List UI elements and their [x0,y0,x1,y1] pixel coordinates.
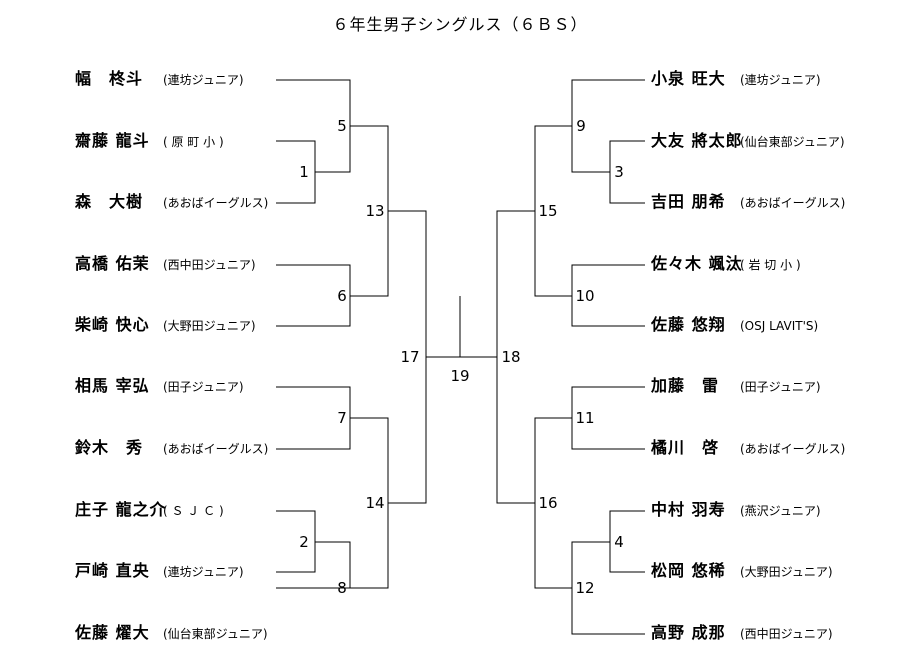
svg-text:幅 柊斗(連坊ジュニア): 幅 柊斗 (連坊ジュニア) [75,69,244,88]
player-name: 加藤 雷 [650,376,719,395]
player-name: 松岡 悠稀 [651,561,726,580]
svg-text:鈴木 秀(あおばイーグルス): 鈴木 秀 (あおばイーグルス) [75,438,268,457]
player-team: (あおばイーグルス) [163,442,268,456]
player-name: 高野 成那 [651,623,726,642]
bracket-line [276,140,316,204]
player-team: (あおばイーグルス) [163,196,268,210]
player-team: ( Ｓ Ｊ Ｃ ) [163,504,224,518]
match-number: 14 [365,494,384,512]
player-team: (仙台東部ジュニア) [740,134,845,149]
match-number: 13 [365,202,384,220]
left-player-list: 幅 柊斗 (連坊ジュニア) 齋藤 龍斗 ( 原 町 小 ) 森 大樹 (あおばイーグル… [74,69,268,642]
match-number: 9 [576,117,586,135]
match-number: 3 [614,163,624,181]
svg-text:森 大樹(あおばイーグルス): 森 大樹 (あおばイーグルス) [75,192,268,211]
player-team: (田子ジュニア) [163,380,244,394]
match-number: 15 [538,202,557,220]
match-number: 12 [575,579,594,597]
right-bracket-lines [460,79,645,635]
match-number: 11 [575,409,594,427]
match-number: 2 [299,533,309,551]
player-name: 相馬 宰弘 [75,376,150,395]
match-number: 7 [337,409,347,427]
player-team: (大野田ジュニア) [740,565,833,579]
player-name: 高橋 佑茉 [75,254,150,273]
player-name: 戸崎 直央 [75,561,150,580]
bracket-line [571,541,645,635]
svg-text:高野 成那(西中田ジュニア): 高野 成那 (西中田ジュニア) [651,623,833,642]
match-number: 1 [299,163,309,181]
match-number: 10 [575,287,594,305]
player-team: ( 原 町 小 ) [163,135,224,149]
svg-text:佐々木 颯汰( 岩 切 小 ): 佐々木 颯汰( 岩 切 小 ) [650,254,801,273]
player-name: 幅 柊斗 [75,69,143,88]
match-number: 8 [337,579,347,597]
left-bracket-lines [276,79,460,589]
svg-text:大友 將太郎(仙台東部ジュニア): 大友 將太郎(仙台東部ジュニア) [651,131,845,150]
match-numbers: 1 2 3 4 5 6 7 8 9 10 11 12 13 14 15 16 1… [299,117,624,597]
player-team: (仙台東部ジュニア) [163,626,268,641]
match-number: 6 [337,287,347,305]
svg-text:佐藤 燿大(仙台東部ジュニア): 佐藤 燿大 (仙台東部ジュニア) [74,623,268,642]
player-team: (連坊ジュニア) [163,564,244,579]
bracket-line [315,541,351,588]
match-number: 16 [538,494,557,512]
player-team: ( 岩 切 小 ) [740,257,801,272]
svg-text:中村 羽寿(燕沢ジュニア): 中村 羽寿 (燕沢ジュニア) [651,500,821,519]
svg-text:加藤 雷(田子ジュニア): 加藤 雷 (田子ジュニア) [650,376,821,395]
svg-text:小泉 旺大(連坊ジュニア): 小泉 旺大 (連坊ジュニア) [651,69,821,88]
player-name: 橘川 啓 [650,438,719,457]
right-player-list: 小泉 旺大 (連坊ジュニア) 大友 將太郎(仙台東部ジュニア) 吉田 朋希 (あおば… [650,69,845,642]
player-name: 大友 將太郎 [651,131,743,150]
svg-text:戸崎 直央(連坊ジュニア): 戸崎 直央 (連坊ジュニア) [75,561,244,580]
match-number: 4 [614,533,624,551]
player-name: 佐々木 颯汰 [650,254,743,273]
player-name: 柴崎 快心 [74,315,150,334]
player-team: (連坊ジュニア) [740,72,821,87]
svg-text:齋藤 龍斗( 原 町 小 ): 齋藤 龍斗 ( 原 町 小 ) [74,131,224,150]
player-name: 森 大樹 [75,192,143,211]
svg-text:松岡 悠稀(大野田ジュニア): 松岡 悠稀 (大野田ジュニア) [651,561,833,580]
player-team: (連坊ジュニア) [163,72,244,87]
player-team: (西中田ジュニア) [740,626,833,641]
player-name: 佐藤 燿大 [74,623,150,642]
bracket-line [276,510,316,573]
match-number: 19 [450,367,469,385]
svg-text:吉田 朋希(あおばイーグルス): 吉田 朋希 (あおばイーグルス) [651,192,845,211]
svg-text:高橋 佑茉(西中田ジュニア): 高橋 佑茉 (西中田ジュニア) [75,254,256,273]
svg-text:柴崎 快心(大野田ジュニア): 柴崎 快心 (大野田ジュニア) [74,315,256,334]
player-name: 吉田 朋希 [651,192,726,211]
player-name: 鈴木 秀 [75,438,143,457]
player-name: 庄子 龍之介 [75,500,167,519]
svg-text:庄子 龍之介( Ｓ Ｊ Ｃ ): 庄子 龍之介( Ｓ Ｊ Ｃ ) [75,500,224,519]
svg-text:橘川 啓(あおばイーグルス): 橘川 啓 (あおばイーグルス) [650,438,845,457]
player-name: 齋藤 龍斗 [74,131,150,150]
player-name: 佐藤 悠翔 [650,315,726,334]
player-team: (OSJ LAVIT'S) [740,319,818,333]
player-name: 中村 羽寿 [651,500,726,519]
player-team: (大野田ジュニア) [163,319,256,333]
svg-text:相馬 宰弘(田子ジュニア): 相馬 宰弘 (田子ジュニア) [75,376,244,395]
player-team: (西中田ジュニア) [163,257,256,272]
player-team: (あおばイーグルス) [740,196,845,210]
bracket-title: ６年生男子シングルス（６ＢＳ） [332,15,587,34]
match-number: 17 [400,348,419,366]
svg-text:佐藤 悠翔(OSJ LAVIT'S): 佐藤 悠翔 (OSJ LAVIT'S) [650,315,818,334]
player-team: (あおばイーグルス) [740,442,845,456]
player-team: (燕沢ジュニア) [740,504,821,518]
player-name: 小泉 旺大 [651,69,726,88]
match-number: 18 [501,348,520,366]
match-number: 5 [337,117,347,135]
player-team: (田子ジュニア) [740,380,821,394]
